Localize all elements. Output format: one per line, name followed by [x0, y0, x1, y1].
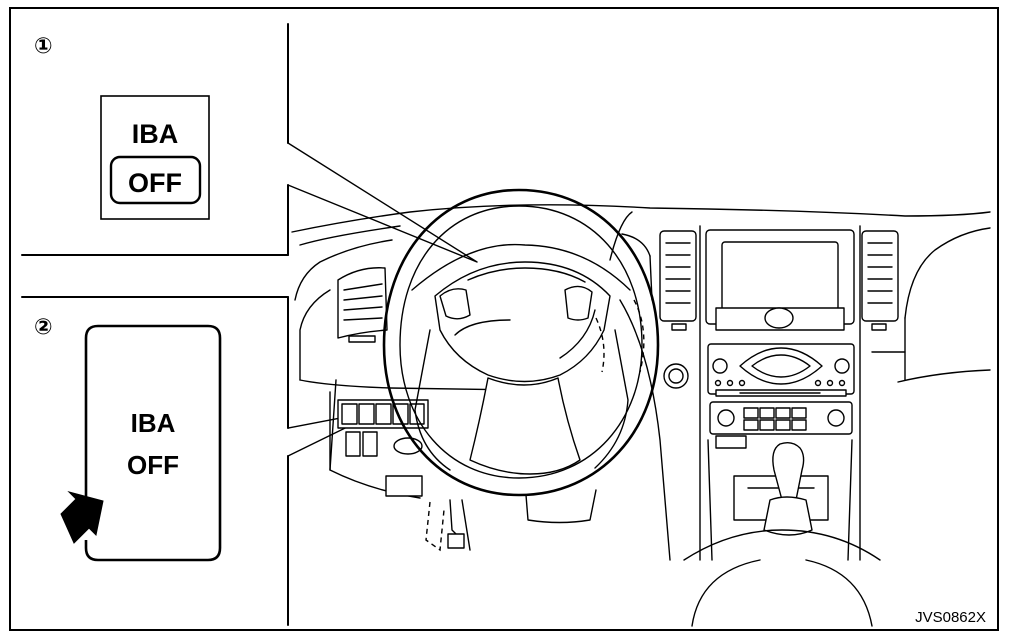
climate-controls [709, 401, 853, 449]
iba-button-label-top: IBA [132, 119, 179, 149]
iba-off-switch-label-line1: IBA [131, 408, 176, 438]
iba-off-switch[interactable] [84, 324, 222, 562]
figure-code: JVS0862X [915, 609, 986, 626]
start-button [663, 363, 689, 389]
navigation-display [705, 229, 855, 331]
callout-panels [21, 23, 289, 626]
panel-2: ② IBA OFF [34, 314, 222, 562]
iba-off-button-label: OFF [128, 168, 182, 198]
passenger-dash [871, 227, 991, 383]
panel-1: ① IBA OFF [34, 33, 210, 220]
steering-column-switch-block [337, 399, 429, 497]
panel-2-number: ② [34, 314, 53, 339]
center-left-air-vent [659, 230, 697, 331]
dashboard-illustration [291, 188, 991, 627]
center-right-air-vent [861, 230, 899, 331]
audio-unit [707, 343, 855, 397]
center-console [683, 225, 881, 627]
steering-wheel [382, 188, 660, 524]
press-arrow-icon [60, 491, 104, 544]
pedal-area [425, 499, 471, 552]
panel-1-number: ① [34, 33, 53, 58]
figure-frame [9, 7, 999, 631]
left-air-vent [337, 267, 388, 343]
iba-off-button[interactable] [109, 155, 202, 205]
iba-off-switch-label-line2: OFF [127, 450, 179, 480]
